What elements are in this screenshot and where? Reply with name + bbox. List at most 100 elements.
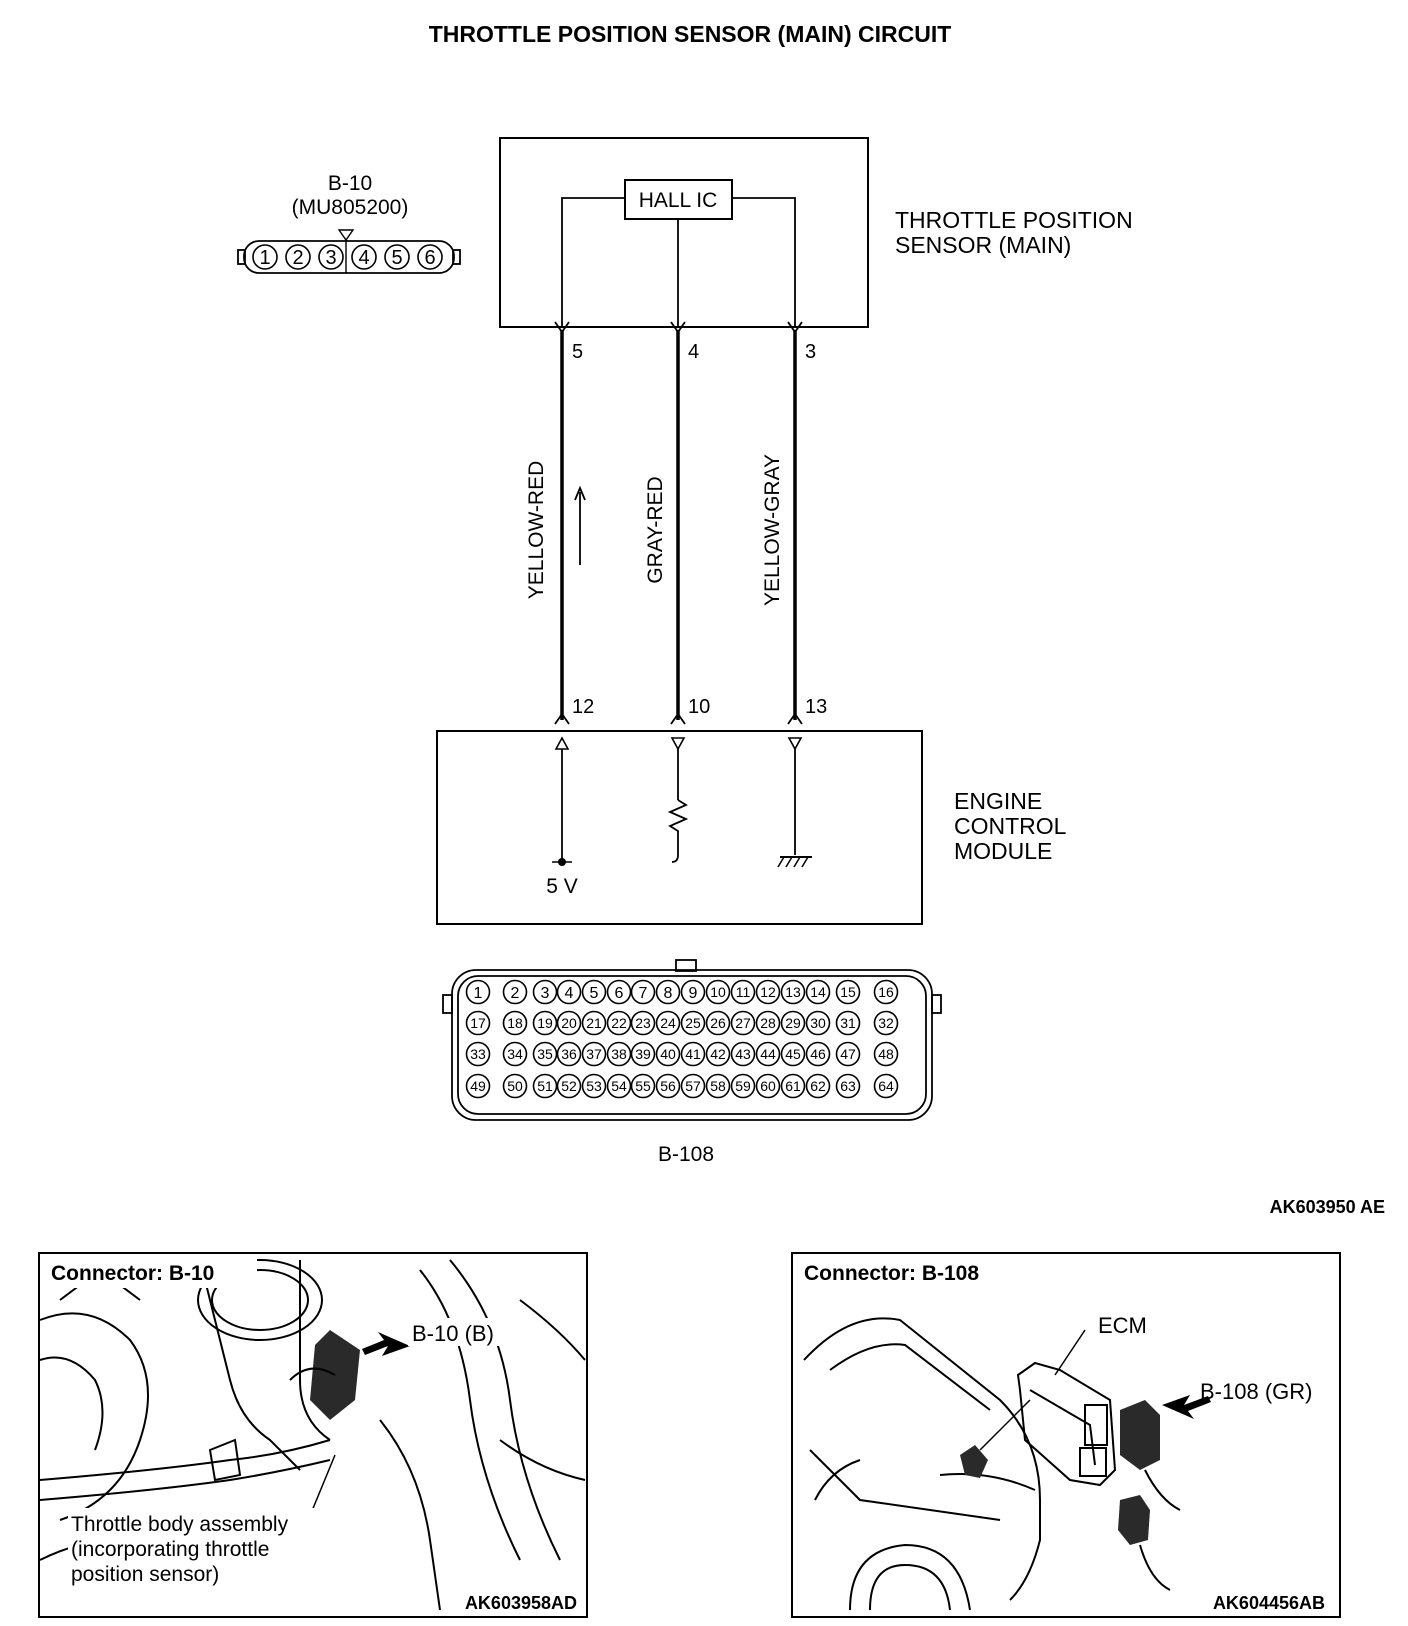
b108-pin-62: 62 xyxy=(805,1073,831,1099)
b108-pin-4: 4 xyxy=(556,979,582,1005)
b108-pin-64: 64 xyxy=(873,1073,899,1099)
svg-text:27: 27 xyxy=(735,1015,751,1031)
svg-text:29: 29 xyxy=(785,1015,801,1031)
panel-right-ecm-label: ECM xyxy=(1098,1313,1147,1338)
svg-text:54: 54 xyxy=(611,1078,627,1094)
svg-text:55: 55 xyxy=(635,1078,651,1094)
b108-pin-53: 53 xyxy=(581,1073,607,1099)
svg-text:56: 56 xyxy=(660,1078,676,1094)
b108-pin-50: 50 xyxy=(502,1073,528,1099)
svg-text:38: 38 xyxy=(611,1046,627,1062)
b108-pin-45: 45 xyxy=(780,1041,806,1067)
location-panel-b108: Connector: B-108 ECM B-108 (GR) xyxy=(791,1252,1341,1618)
svg-text:41: 41 xyxy=(685,1046,701,1062)
svg-text:2: 2 xyxy=(292,247,303,269)
wires xyxy=(554,321,803,725)
b10-pin-1: 1 xyxy=(252,244,278,270)
svg-text:47: 47 xyxy=(840,1046,856,1062)
b108-pin-37: 37 xyxy=(581,1041,607,1067)
svg-text:25: 25 xyxy=(685,1015,701,1031)
b108-pin-43: 43 xyxy=(730,1041,756,1067)
wire-color-label-3: YELLOW-GRAY xyxy=(761,454,784,606)
b10-callout-arrow xyxy=(362,1332,410,1356)
svg-text:26: 26 xyxy=(710,1015,726,1031)
svg-text:2: 2 xyxy=(511,985,520,1002)
svg-text:5: 5 xyxy=(590,985,599,1002)
svg-text:16: 16 xyxy=(878,984,894,1000)
b108-pin-26: 26 xyxy=(705,1010,731,1036)
b108-pin-12: 12 xyxy=(755,979,781,1005)
svg-text:7: 7 xyxy=(639,985,648,1002)
b108-pin-13: 13 xyxy=(780,979,806,1005)
b108-pin-17: 17 xyxy=(465,1010,491,1036)
svg-text:34: 34 xyxy=(507,1046,523,1062)
svg-text:51: 51 xyxy=(537,1078,553,1094)
b108-pin-30: 30 xyxy=(805,1010,831,1036)
svg-text:23: 23 xyxy=(635,1015,651,1031)
svg-text:1: 1 xyxy=(474,985,483,1002)
supply-5v-label: 5 V xyxy=(546,875,578,898)
b108-pin-21: 21 xyxy=(581,1010,607,1036)
svg-text:44: 44 xyxy=(760,1046,776,1062)
b108-pin-10: 10 xyxy=(705,979,731,1005)
svg-text:6: 6 xyxy=(424,247,435,269)
svg-text:3: 3 xyxy=(325,247,336,269)
b108-pin-33: 33 xyxy=(465,1041,491,1067)
sensor-pin-label-3: 3 xyxy=(805,341,816,363)
b108-pin-58: 58 xyxy=(705,1073,731,1099)
ecm-pin-label-3: 13 xyxy=(805,696,827,718)
panel-right-title: Connector: B-108 xyxy=(804,1262,979,1285)
svg-text:17: 17 xyxy=(470,1015,486,1031)
car-illustration xyxy=(803,1317,1041,1611)
b108-pin-18: 18 xyxy=(502,1010,528,1036)
b108-pin-61: 61 xyxy=(780,1073,806,1099)
supply-5v-symbol xyxy=(552,736,572,866)
b108-pin-63: 63 xyxy=(835,1073,861,1099)
b108-pin-7: 7 xyxy=(630,979,656,1005)
b108-pin-8: 8 xyxy=(655,979,681,1005)
sensor-pin-label-2: 4 xyxy=(688,341,699,363)
b108-pin-11: 11 xyxy=(730,979,756,1005)
panel-left-caption-line3: position sensor) xyxy=(71,1563,219,1586)
svg-text:45: 45 xyxy=(785,1046,801,1062)
svg-text:53: 53 xyxy=(586,1078,602,1094)
svg-text:6: 6 xyxy=(615,985,624,1002)
panel-left-code: AK603958AD xyxy=(465,1593,577,1613)
svg-text:49: 49 xyxy=(470,1078,486,1094)
b108-pin-5: 5 xyxy=(581,979,607,1005)
b108-connector-id: B-108 xyxy=(658,1143,714,1166)
sensor-label-line1: THROTTLE POSITION xyxy=(895,207,1133,233)
b108-pin-34: 34 xyxy=(502,1041,528,1067)
svg-text:1: 1 xyxy=(259,247,270,269)
svg-text:19: 19 xyxy=(537,1015,553,1031)
panel-right-code: AK604456AB xyxy=(1213,1593,1325,1613)
b108-pin-31: 31 xyxy=(835,1010,861,1036)
b10-pin-5: 5 xyxy=(384,244,410,270)
figure-code: AK603950 AE xyxy=(1270,1197,1385,1217)
panel-left-caption-line1: Throttle body assembly xyxy=(71,1513,289,1536)
photo-panel-b10: Connector: B-10 B-10 (B) Throttle body a… xyxy=(38,1252,588,1618)
panel-left-caption-line2: (incorporating throttle xyxy=(71,1538,269,1561)
b108-pin-28: 28 xyxy=(755,1010,781,1036)
ecm-box xyxy=(436,730,923,925)
b108-pin-44: 44 xyxy=(755,1041,781,1067)
b108-pin-14: 14 xyxy=(805,979,831,1005)
ecm-pin-label-1: 12 xyxy=(572,696,594,718)
panel-left-callout: B-10 (B) xyxy=(412,1321,494,1346)
b10-pin-4: 4 xyxy=(351,244,377,270)
svg-text:36: 36 xyxy=(561,1046,577,1062)
svg-text:32: 32 xyxy=(878,1015,894,1031)
svg-text:4: 4 xyxy=(358,247,369,269)
svg-text:58: 58 xyxy=(710,1078,726,1094)
svg-text:4: 4 xyxy=(565,985,574,1002)
b108-pin-2: 2 xyxy=(502,979,528,1005)
b108-pin-20: 20 xyxy=(556,1010,582,1036)
svg-text:57: 57 xyxy=(685,1078,701,1094)
b108-pin-56: 56 xyxy=(655,1073,681,1099)
b108-pin-6: 6 xyxy=(606,979,632,1005)
current-direction-arrow xyxy=(574,485,586,565)
svg-text:11: 11 xyxy=(736,984,751,1000)
svg-text:5: 5 xyxy=(391,247,402,269)
